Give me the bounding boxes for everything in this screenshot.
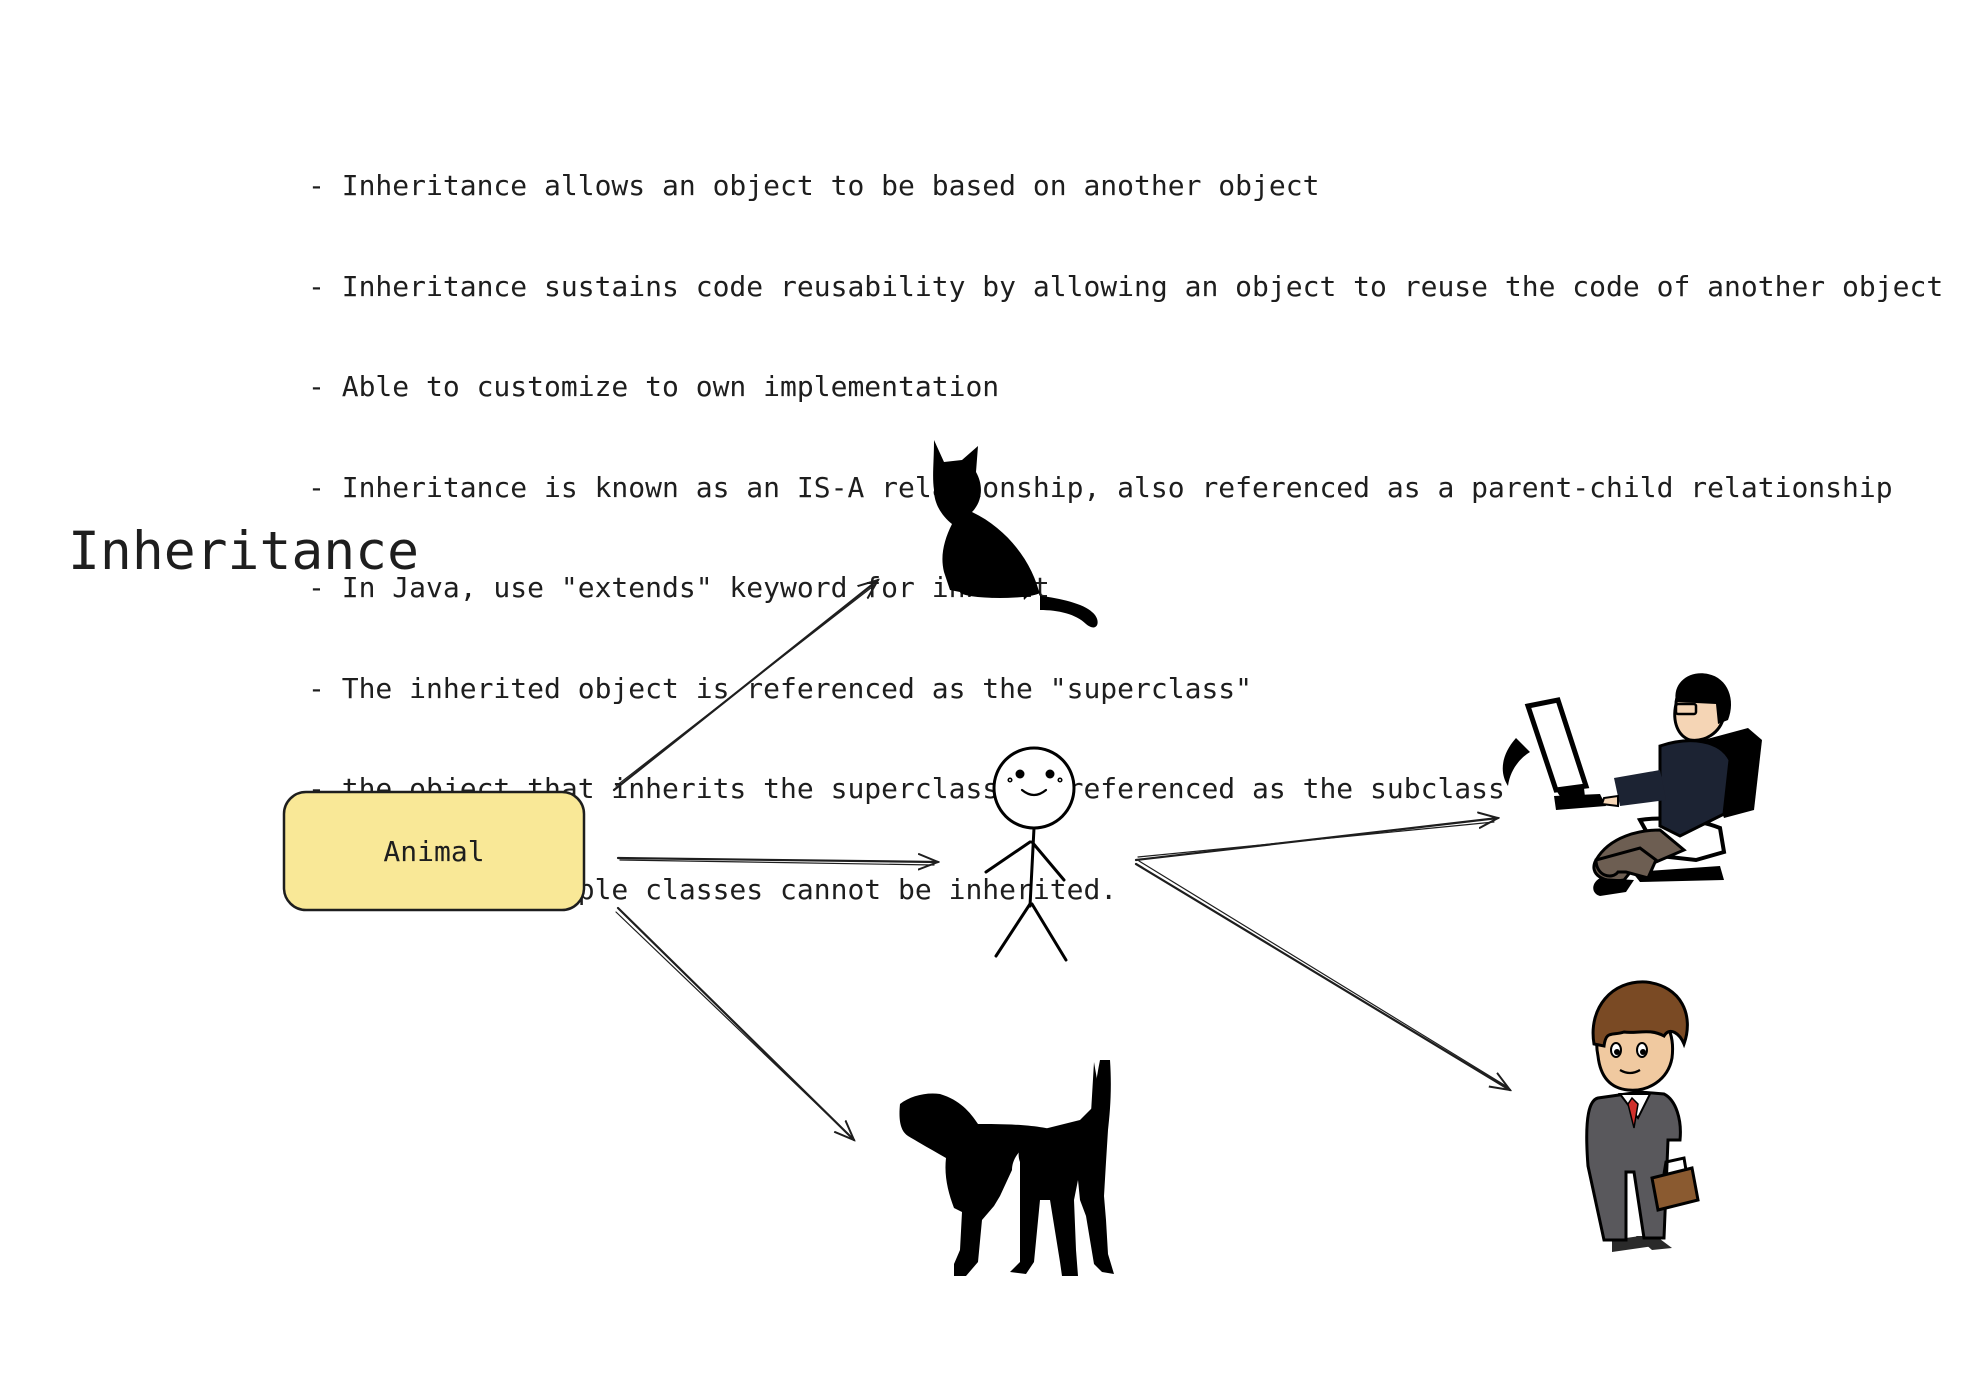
note-line: - Able to customize to own implementatio… xyxy=(308,370,1000,403)
cat-icon xyxy=(933,440,1098,628)
programmer-icon xyxy=(1502,673,1762,896)
arrow-animal-to-dog xyxy=(616,906,854,1140)
note-line: - The inherited object is referenced as … xyxy=(308,671,1253,705)
stick-figure-icon xyxy=(984,746,1076,962)
businessman-icon xyxy=(1585,980,1700,1252)
arrow-human-to-businessman xyxy=(1134,862,1510,1090)
note-line: - In Java, use "extends" keyword for inh… xyxy=(308,571,1050,604)
note-line: - Inheritance sustains code reusability … xyxy=(308,269,1944,303)
arrow-animal-to-human xyxy=(616,858,938,862)
animal-node: Animal xyxy=(282,790,586,912)
note-line: - the object that inherits the superclas… xyxy=(308,772,1505,805)
animal-node-label: Animal xyxy=(383,835,484,868)
dog-icon xyxy=(899,1060,1114,1276)
note-line: - Inheritance is known as an IS-A relati… xyxy=(308,470,1893,504)
notes-list: - Inheritance allows an object to be bas… xyxy=(308,102,1943,940)
diagram-title: Inheritance xyxy=(68,521,419,582)
note-line: - Inheritance allows an object to be bas… xyxy=(308,169,1320,202)
